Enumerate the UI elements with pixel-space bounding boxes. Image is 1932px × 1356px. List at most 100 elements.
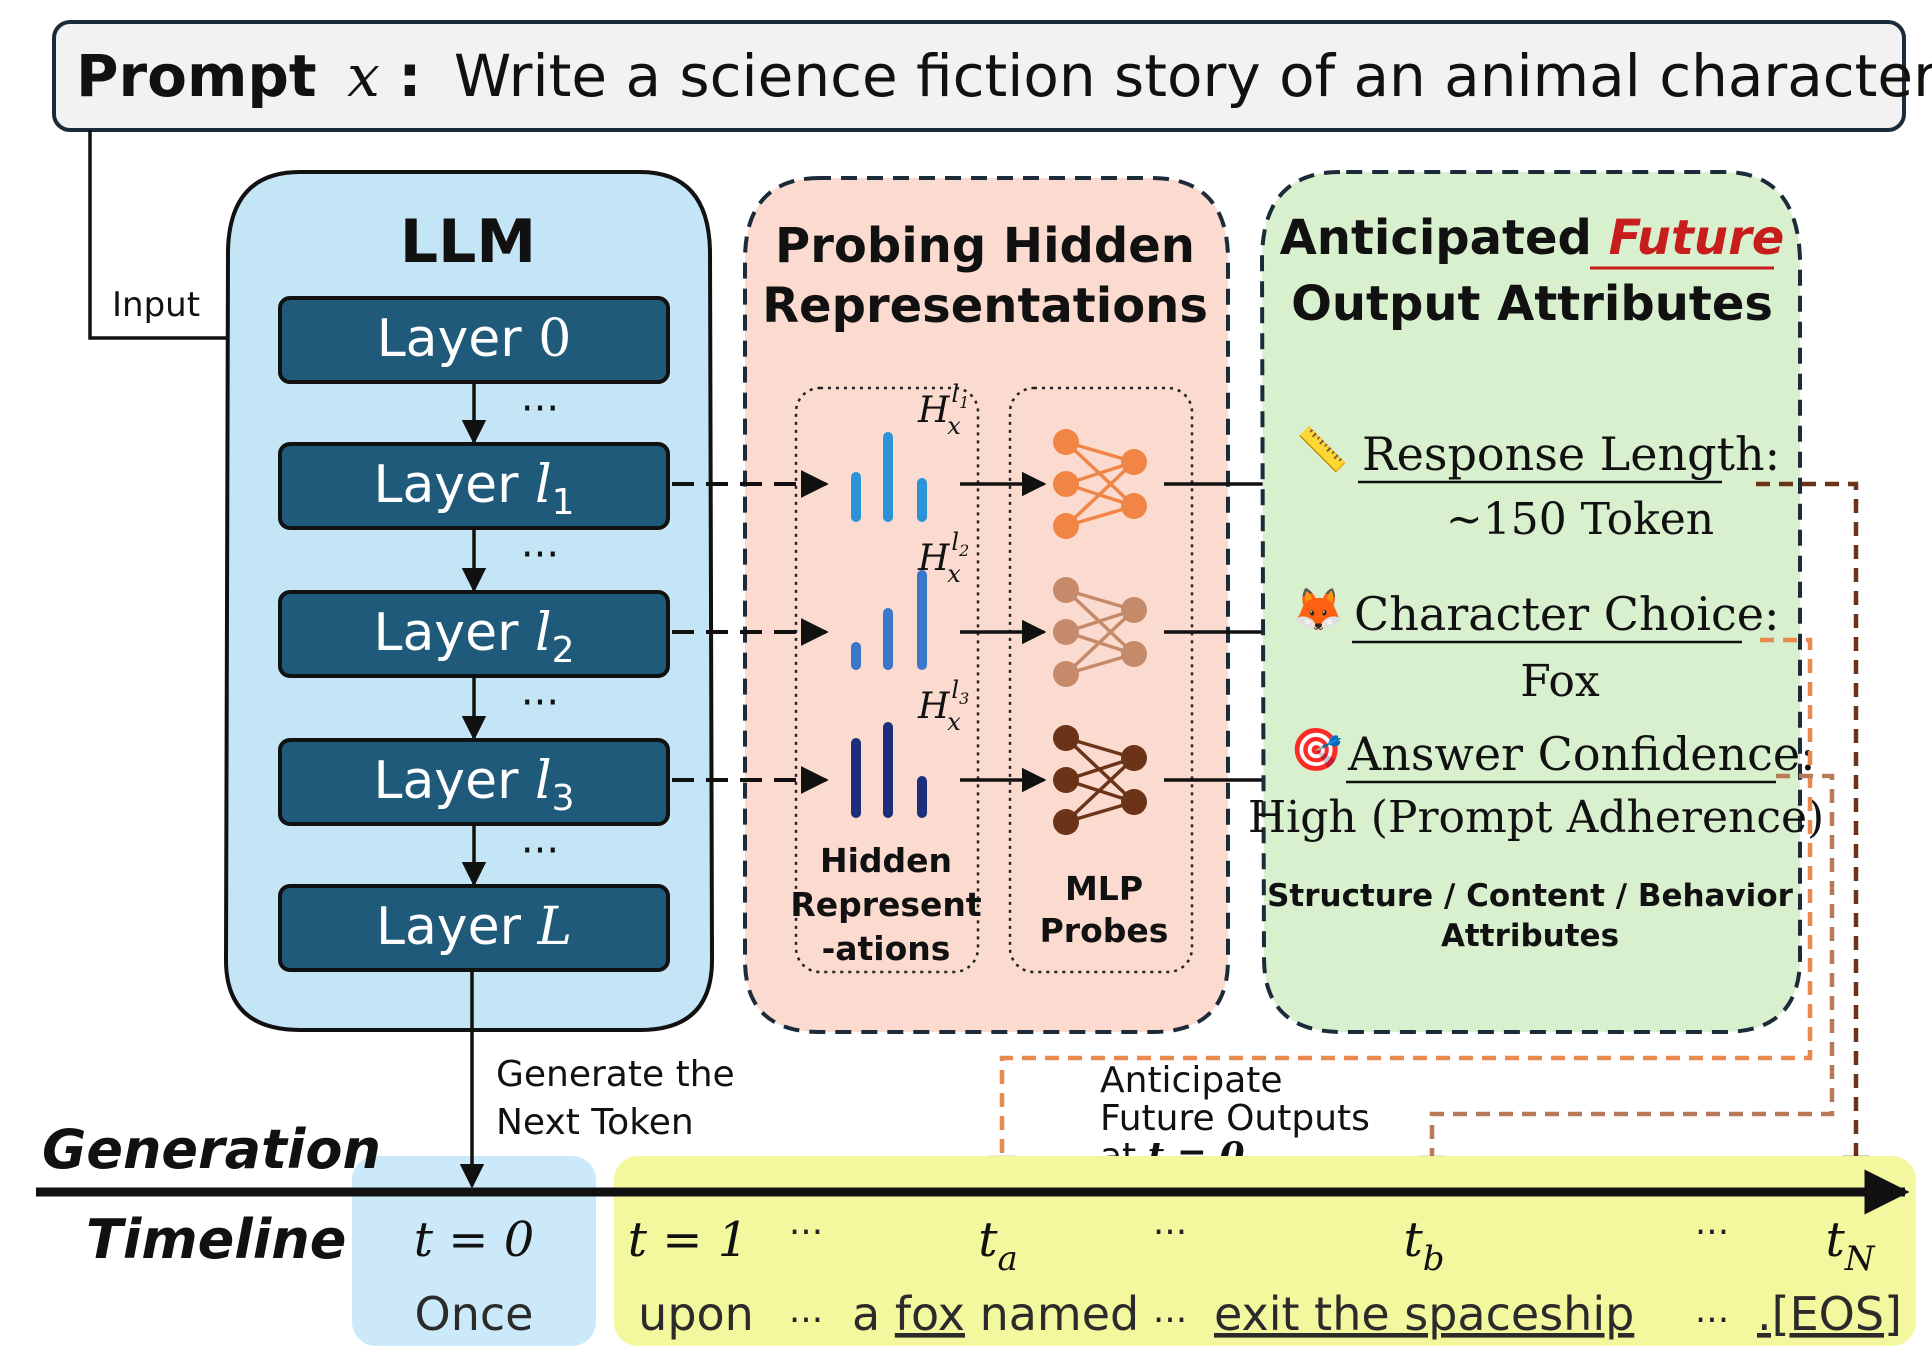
timeline-step-label: tN (1825, 1212, 1875, 1279)
hidden-state-bar (851, 472, 861, 522)
hidden-representations-group (794, 386, 980, 974)
timeline-token-3: exit the spaceship (1214, 1287, 1634, 1341)
step-t: t = 0 (414, 1212, 535, 1268)
layer-index: l (535, 455, 552, 515)
prompt-label: Prompt (76, 42, 317, 110)
mlp-caption-2: Probes (1040, 911, 1169, 950)
mlp-node (1053, 429, 1079, 455)
token-text: Once (415, 1287, 534, 1341)
timeline-step-4: tN (1825, 1212, 1875, 1279)
timeline-dots: ··· (1695, 1212, 1729, 1253)
layer-ellipsis: ··· (521, 828, 559, 874)
layer-box (278, 884, 670, 972)
probing-title-line1: Probing Hidden (775, 218, 1195, 274)
character-choice-arrow (988, 637, 1813, 1183)
target-icon: 🎯 (1290, 727, 1342, 774)
attribute-name: Response Length: (1362, 427, 1780, 481)
llm-layers: Layer 0···Layer l1···Layer l2···Layer l3… (278, 296, 670, 972)
anticipated-title-line1: Anticipated Future (1280, 210, 1785, 266)
hidden-sub: x (947, 412, 961, 440)
mlp-node (1053, 471, 1079, 497)
hidden-state-bar (883, 432, 893, 522)
layer-ellipsis: ··· (521, 532, 559, 578)
timeline-step-label: tb (1403, 1212, 1444, 1279)
timeline-step-3: tb (1403, 1212, 1444, 1279)
timeline-future-block (614, 1156, 1916, 1346)
layer-label: Layer l2 (373, 603, 574, 671)
mlp-node (1121, 745, 1147, 771)
hidden-state-bar (917, 776, 927, 818)
anticipate-line1: Anticipate (1100, 1060, 1283, 1101)
hidden-state-bar (883, 722, 893, 818)
attribute-2: 🦊Character Choice:Fox (1292, 587, 1779, 707)
anticipated-footer-1: Structure / Content / Behavior (1267, 878, 1794, 914)
layer-index: l (535, 751, 552, 811)
fox-icon: 🦊 (1292, 587, 1344, 634)
mlp-node (1053, 577, 1079, 603)
hidden-state-bar (851, 738, 861, 818)
step-subscript: b (1423, 1239, 1445, 1279)
step-t: t (1825, 1212, 1845, 1268)
hidden-caption-1: Hidden (820, 841, 952, 880)
llm-title: LLM (400, 207, 536, 277)
anticipated-title-word: Anticipated (1280, 210, 1609, 266)
hidden-supsub: 1 (959, 393, 969, 412)
layer-prefix: Layer (373, 455, 535, 515)
hidden-supsub: 3 (959, 689, 969, 708)
timeline-step-1: t = 1 (628, 1212, 749, 1268)
attribute-3: 🎯Answer Confidence:High (Prompt Adherenc… (1248, 727, 1824, 843)
layer-label: Layer l3 (373, 751, 574, 819)
token-highlight: fox (895, 1287, 965, 1341)
layer-index: 0 (538, 309, 571, 369)
mlp-node (1053, 809, 1079, 835)
layer-label: Layer L (376, 897, 572, 957)
prompt-text: Write a science fiction story of an anim… (454, 42, 1932, 110)
mlp-caption-1: MLP (1065, 869, 1143, 908)
hidden-state-bar (883, 608, 893, 670)
timeline-t0-block (352, 1156, 596, 1346)
mlp-node (1053, 513, 1079, 539)
layer-index: L (536, 897, 572, 957)
mlp-edge (1064, 460, 1136, 528)
timeline-token-0: Once (415, 1287, 534, 1341)
probing-panel: Probing Hidden Representations Hidden Re… (743, 176, 1230, 1034)
timeline-step-2: ta (978, 1212, 1018, 1279)
timeline-token-4: .[EOS] (1757, 1287, 1902, 1341)
attribute-name: Character Choice: (1354, 587, 1779, 641)
layer-label: Layer 0 (377, 309, 572, 369)
token-text: upon (638, 1287, 754, 1341)
token-text: named (965, 1287, 1139, 1341)
hidden-state-bar (851, 642, 861, 670)
input-label: Input (112, 285, 200, 325)
mlp-node (1121, 641, 1147, 667)
layer-subscript: 1 (552, 482, 575, 523)
mlp-edge (1064, 608, 1136, 676)
hidden-H: H (917, 390, 950, 431)
hidden-H: H (917, 686, 950, 727)
layer-prefix: Layer (377, 309, 539, 369)
attribute-list: 📏Response Length:~150 Token 🦊Character Ch… (1248, 425, 1824, 843)
hidden-sup: l (951, 676, 959, 704)
answer-confidence-arrow (1418, 773, 1835, 1183)
timeline-dots: ··· (789, 1300, 823, 1341)
mlp-node (1121, 597, 1147, 623)
mlp-node (1121, 789, 1147, 815)
anticipated-title-line2: Output Attributes (1291, 276, 1773, 332)
hidden-state-bar (917, 478, 927, 522)
hidden-state-bar (917, 570, 927, 670)
attribute-1: 📏Response Length:~150 Token (1296, 425, 1780, 545)
hidden-sup: l (951, 528, 959, 556)
layer-index: l (535, 603, 552, 663)
attribute-name: Answer Confidence: (1347, 727, 1816, 781)
token-highlight: .[EOS] (1757, 1287, 1902, 1341)
mlp-probes-group (1008, 386, 1194, 974)
timeline-dots: ··· (789, 1212, 823, 1253)
timeline-title-line1: Generation (42, 1118, 381, 1181)
layer-prefix: Layer (373, 751, 535, 811)
input-arrow (88, 130, 275, 351)
